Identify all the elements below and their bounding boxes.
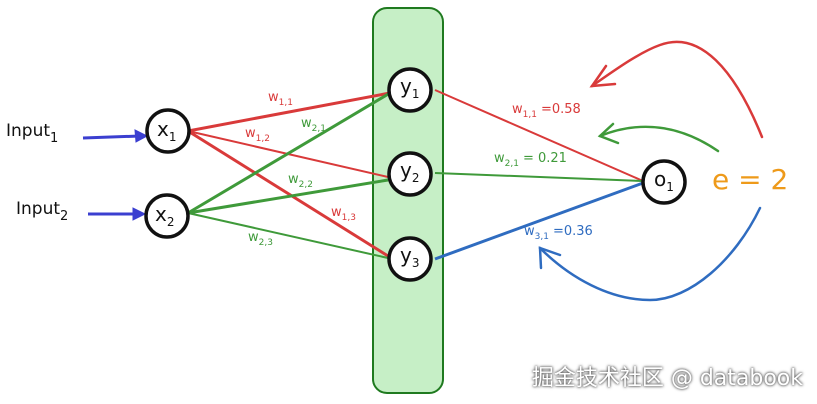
node-y1-label: y1 [400, 74, 419, 101]
backprop-arrowhead-green [597, 122, 620, 145]
weight-w23-label: w2,3 [248, 230, 273, 248]
edge-y1-o1 [434, 89, 644, 182]
input-arrows [82, 129, 149, 221]
hidden-layer-band [372, 7, 444, 394]
weight-wp21-label: w2,1= 0.21 [494, 151, 567, 169]
weight-w11-label: w1,1 [268, 90, 293, 108]
backprop-arrow-red [590, 40, 764, 139]
error-label: e = 2 [712, 163, 788, 196]
node-y3 [387, 236, 433, 282]
node-o1-label: o1 [654, 167, 674, 194]
backprop-arrow-green [598, 125, 720, 153]
edge-y2-o1 [434, 172, 644, 182]
edge-x2-y1 [187, 91, 391, 215]
node-y1 [387, 67, 433, 113]
node-y3-label: y3 [400, 243, 419, 270]
node-x2 [144, 193, 190, 239]
input1-label: Input1 [6, 121, 58, 146]
node-o1 [641, 159, 687, 205]
backprop-arrows [538, 40, 764, 302]
node-y2 [387, 151, 433, 197]
edge-y3-o1 [434, 181, 644, 261]
nodes [144, 67, 687, 282]
backprop-arrow-blue [538, 206, 762, 302]
edges-x2 [187, 91, 391, 259]
input2-label: Input2 [16, 199, 68, 224]
edge-x2-y2 [187, 178, 389, 215]
backprop-arrowhead-red [589, 64, 617, 88]
edge-x2-y3 [187, 212, 389, 259]
node-y2-label: y2 [400, 158, 419, 185]
weight-labels-green: w2,1 w2,2 w2,3 [248, 116, 326, 248]
node-x1-label: x1 [157, 117, 176, 144]
input1-arrowhead [134, 129, 149, 143]
edge-x1-y1 [187, 91, 391, 133]
weight-w21-label: w2,1 [301, 116, 326, 134]
weight-w12-label: w1,2 [245, 126, 270, 144]
input2-arrowhead [132, 207, 147, 221]
input1-arrow [82, 134, 141, 140]
weight-w22-label: w2,2 [288, 172, 313, 190]
backprop-arrowhead-blue [538, 246, 562, 270]
weight-w13-label: w1,3 [331, 205, 356, 223]
node-x2-label: x2 [155, 202, 174, 229]
node-x1 [145, 108, 191, 154]
weight-wp11-label: w1,1=0.58 [512, 102, 581, 120]
edge-x1-y3 [187, 129, 389, 258]
watermark: 掘金技术社区 @ databook [531, 366, 803, 391]
weight-labels-red: w1,1 w1,2 w1,3 [245, 90, 356, 223]
weight-wp31-label: w3,1=0.36 [524, 224, 593, 242]
